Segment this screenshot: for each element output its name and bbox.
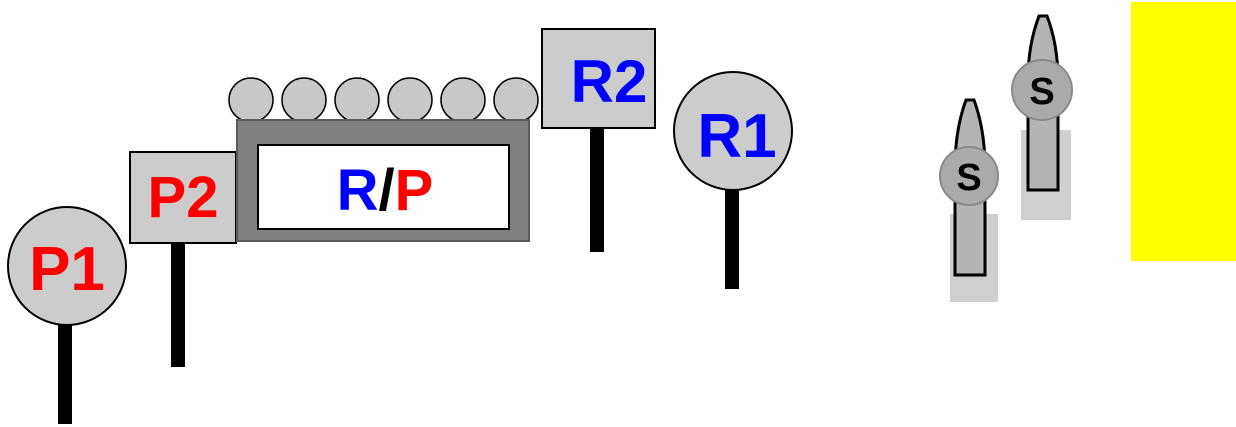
shunt-signal-2-disc [1011,59,1073,121]
board-lights-row [228,77,539,123]
sign-p1-label: P1 [29,235,105,304]
shunt-signal-1-disc [939,146,999,206]
route-indicator-board: R/P [228,77,539,242]
yellow-marker-block [1131,2,1236,261]
sign-r1-disc [673,71,793,191]
board-slash: / [379,158,395,223]
sign-r2-label: R2 [571,48,648,115]
board-panel [257,144,510,230]
dwarf-shunt-signal-icon: S [939,98,999,302]
shunt-signal-1-label: S [956,157,981,199]
board-letter-p: P [395,158,434,223]
indicator-light-icon [493,77,539,123]
sign-r2-plate [541,28,656,129]
indicator-light-icon [334,77,380,123]
shunt-signal-2-label: S [1029,71,1054,113]
sign-r1-pole [725,186,739,289]
board-letter-r: R [337,158,379,223]
sign-p2: P2 [129,151,237,367]
sign-r2-pole [590,127,604,252]
sign-p1-disc [7,206,127,326]
sign-p2-plate [129,151,237,244]
indicator-light-icon [387,77,433,123]
indicator-light-icon [228,77,274,123]
board-label: R/P [337,158,434,223]
sign-p1: P1 [7,206,127,424]
sign-p2-pole [171,240,185,367]
sign-r1: R1 [673,71,793,289]
sign-r2: R2 [541,28,656,252]
sign-r1-label: R1 [697,102,776,171]
indicator-light-icon [281,77,327,123]
sign-p2-label: P2 [148,165,219,230]
sign-p1-pole [58,318,72,424]
indicator-light-icon [440,77,486,123]
dwarf-shunt-signal-icon: S [1011,14,1073,220]
